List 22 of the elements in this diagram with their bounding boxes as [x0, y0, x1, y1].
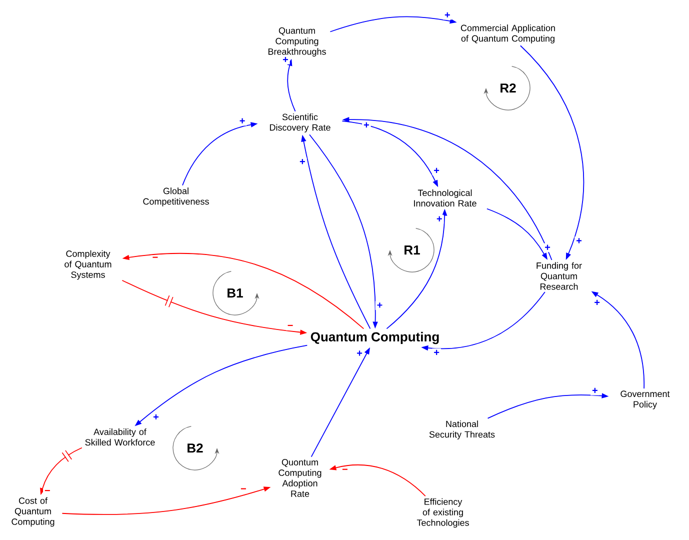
- polarity-sign: +: [543, 243, 552, 252]
- variable-label: Technological Innovation Rate: [414, 189, 476, 207]
- variable-label: Government Policy: [620, 390, 670, 410]
- polarity-sign: +: [574, 236, 584, 246]
- loop-label: B2: [188, 443, 203, 453]
- variable-label: Efficiency of existing Technologies: [416, 498, 469, 528]
- loop-label: R1: [404, 246, 420, 254]
- variable-label: National Security Threats: [429, 420, 495, 440]
- variable-label: Quontum Computing Adoption Rate: [278, 459, 322, 497]
- variable-label: Commercial Application of Quantum Computing: [460, 24, 555, 44]
- polarity-sign: +: [355, 349, 364, 358]
- variable-label: Funding for Quantum Research: [536, 262, 582, 290]
- variable-label: Availability of Skilled Workforce: [85, 428, 155, 446]
- loop-label: B1: [228, 288, 243, 298]
- variable-label: Complexity of Quantum Systems: [64, 250, 112, 280]
- polarity-sign: −: [239, 486, 248, 494]
- loop-label: R2: [500, 83, 516, 93]
- variable-label: Quantum Computing Breakthroughs: [268, 27, 326, 57]
- variable-label: Cost of Quantum Computing: [12, 497, 54, 527]
- central-variable-label: Quantum Computing: [310, 332, 439, 344]
- variable-label: Scientific Discovery Rate: [270, 114, 330, 132]
- variable-label: Global Competitiveness: [143, 188, 209, 206]
